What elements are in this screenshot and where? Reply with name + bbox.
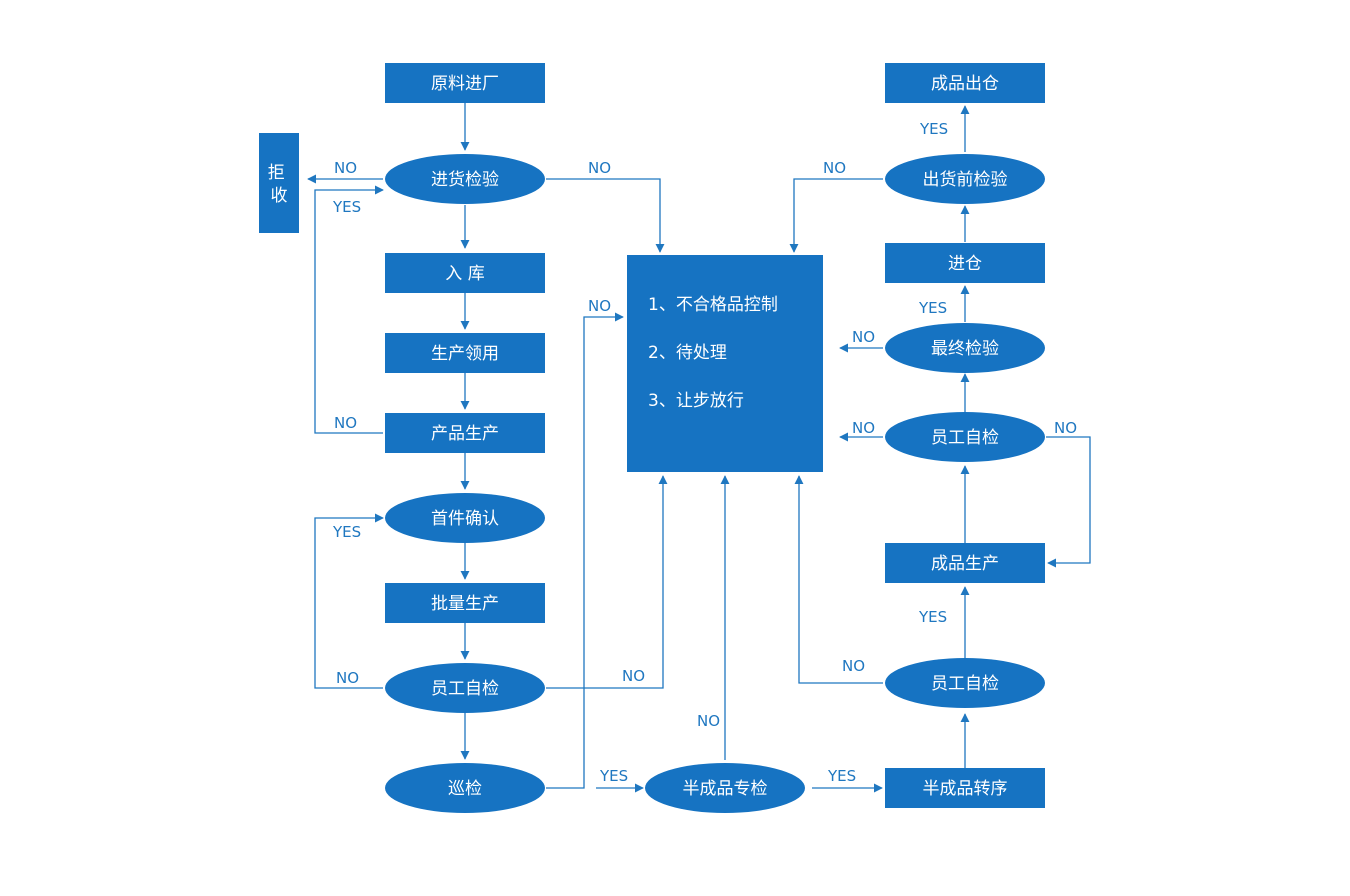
edge-production-loop-to-incoming	[314, 185, 384, 434]
edge-pre-shipment-to-panel	[789, 178, 883, 253]
node-first-article-confirm-label: 首件确认	[431, 509, 499, 529]
node-self-check-bottom-right: 员工自检	[885, 658, 1045, 708]
label-pre-shipment-panel-no: NO	[823, 159, 846, 177]
node-self-check-bottom-right-label: 员工自检	[931, 674, 999, 694]
label-self-check-br-panel-no: NO	[842, 657, 865, 675]
node-semi-inspection: 半成品专检	[645, 763, 805, 813]
edge-self-check-ur-loop	[1046, 436, 1091, 568]
node-batch-production-label: 批量生产	[431, 594, 499, 614]
node-finished-production: 成品生产	[885, 543, 1045, 583]
node-incoming-inspection: 进货检验	[385, 154, 545, 204]
node-reject-label: 拒 收	[268, 163, 290, 206]
node-final-inspection: 最终检验	[885, 323, 1045, 373]
label-incoming-loop-yes: YES	[332, 198, 361, 216]
node-warehousing: 入 库	[385, 253, 545, 293]
panel-item-3: 3、让步放行	[648, 391, 744, 411]
label-incoming-panel-no: NO	[588, 159, 611, 177]
node-patrol-inspection: 巡检	[385, 763, 545, 813]
label-self-check-br-finished-yes: YES	[918, 608, 947, 626]
label-self-check-ur-loop-no: NO	[1054, 419, 1077, 437]
node-production-requisition: 生产领用	[385, 333, 545, 373]
node-product-production: 产品生产	[385, 413, 545, 453]
node-into-warehouse-label: 进仓	[948, 254, 982, 274]
node-finished-outbound: 成品出仓	[885, 63, 1045, 103]
node-product-production-label: 产品生产	[431, 424, 499, 444]
label-first-article-yes: YES	[332, 523, 361, 541]
label-patrol-panel-no: NO	[588, 297, 611, 315]
edge-patrol-to-panel	[546, 312, 624, 789]
label-semi-panel-no: NO	[697, 712, 720, 730]
node-incoming-inspection-label: 进货检验	[431, 170, 499, 190]
node-self-check-left-label: 员工自检	[431, 679, 499, 699]
node-semi-inspection-label: 半成品专检	[683, 779, 768, 799]
node-production-requisition-label: 生产领用	[431, 344, 499, 364]
connectors	[307, 103, 1091, 793]
label-production-loop-no: NO	[334, 414, 357, 432]
edge-self-check-loop-to-first-article	[314, 513, 384, 689]
node-semi-transfer-label: 半成品转序	[923, 779, 1008, 799]
label-self-check-left-loop-no: NO	[336, 669, 359, 687]
node-final-inspection-label: 最终检验	[931, 339, 999, 359]
node-raw-material: 原料进厂	[385, 63, 545, 103]
panel-item-2: 2、待处理	[648, 343, 727, 363]
node-pre-shipment-inspection-label: 出货前检验	[923, 170, 1008, 190]
label-incoming-reject-no: NO	[334, 159, 357, 177]
label-pre-shipment-outbound-yes: YES	[919, 120, 948, 138]
node-first-article-confirm: 首件确认	[385, 493, 545, 543]
node-raw-material-label: 原料进厂	[431, 74, 499, 94]
label-self-check-ur-panel-no: NO	[852, 419, 875, 437]
nonconforming-panel: 1、不合格品控制 2、待处理 3、让步放行	[627, 255, 823, 472]
label-self-check-left-panel-no: NO	[622, 667, 645, 685]
edge-labels: NO YES NO NO YES NO NO NO YES NO YES NO …	[332, 120, 1077, 785]
nodes: 原料进厂 进货检验 拒 收 入 库 生产领用 产品生产 首件确认	[259, 63, 1045, 813]
node-self-check-left: 员工自检	[385, 663, 545, 713]
node-batch-production: 批量生产	[385, 583, 545, 623]
node-pre-shipment-inspection: 出货前检验	[885, 154, 1045, 204]
label-semi-transfer-yes: YES	[827, 767, 856, 785]
edge-self-check-left-to-panel	[546, 475, 668, 689]
label-final-panel-no: NO	[852, 328, 875, 346]
node-finished-outbound-label: 成品出仓	[931, 74, 999, 94]
label-final-warehouse-yes: YES	[918, 299, 947, 317]
node-into-warehouse: 进仓	[885, 243, 1045, 283]
edge-incoming-to-panel	[546, 178, 665, 253]
node-warehousing-label: 入 库	[445, 264, 484, 284]
node-semi-transfer: 半成品转序	[885, 768, 1045, 808]
node-reject: 拒 收	[259, 133, 299, 233]
node-self-check-upper-right-label: 员工自检	[931, 428, 999, 448]
label-patrol-semi-yes: YES	[599, 767, 628, 785]
panel-item-1: 1、不合格品控制	[648, 295, 778, 315]
edge-self-check-br-to-panel	[794, 475, 883, 684]
node-finished-production-label: 成品生产	[931, 554, 999, 574]
node-self-check-upper-right: 员工自检	[885, 412, 1045, 462]
node-patrol-inspection-label: 巡检	[448, 779, 482, 799]
